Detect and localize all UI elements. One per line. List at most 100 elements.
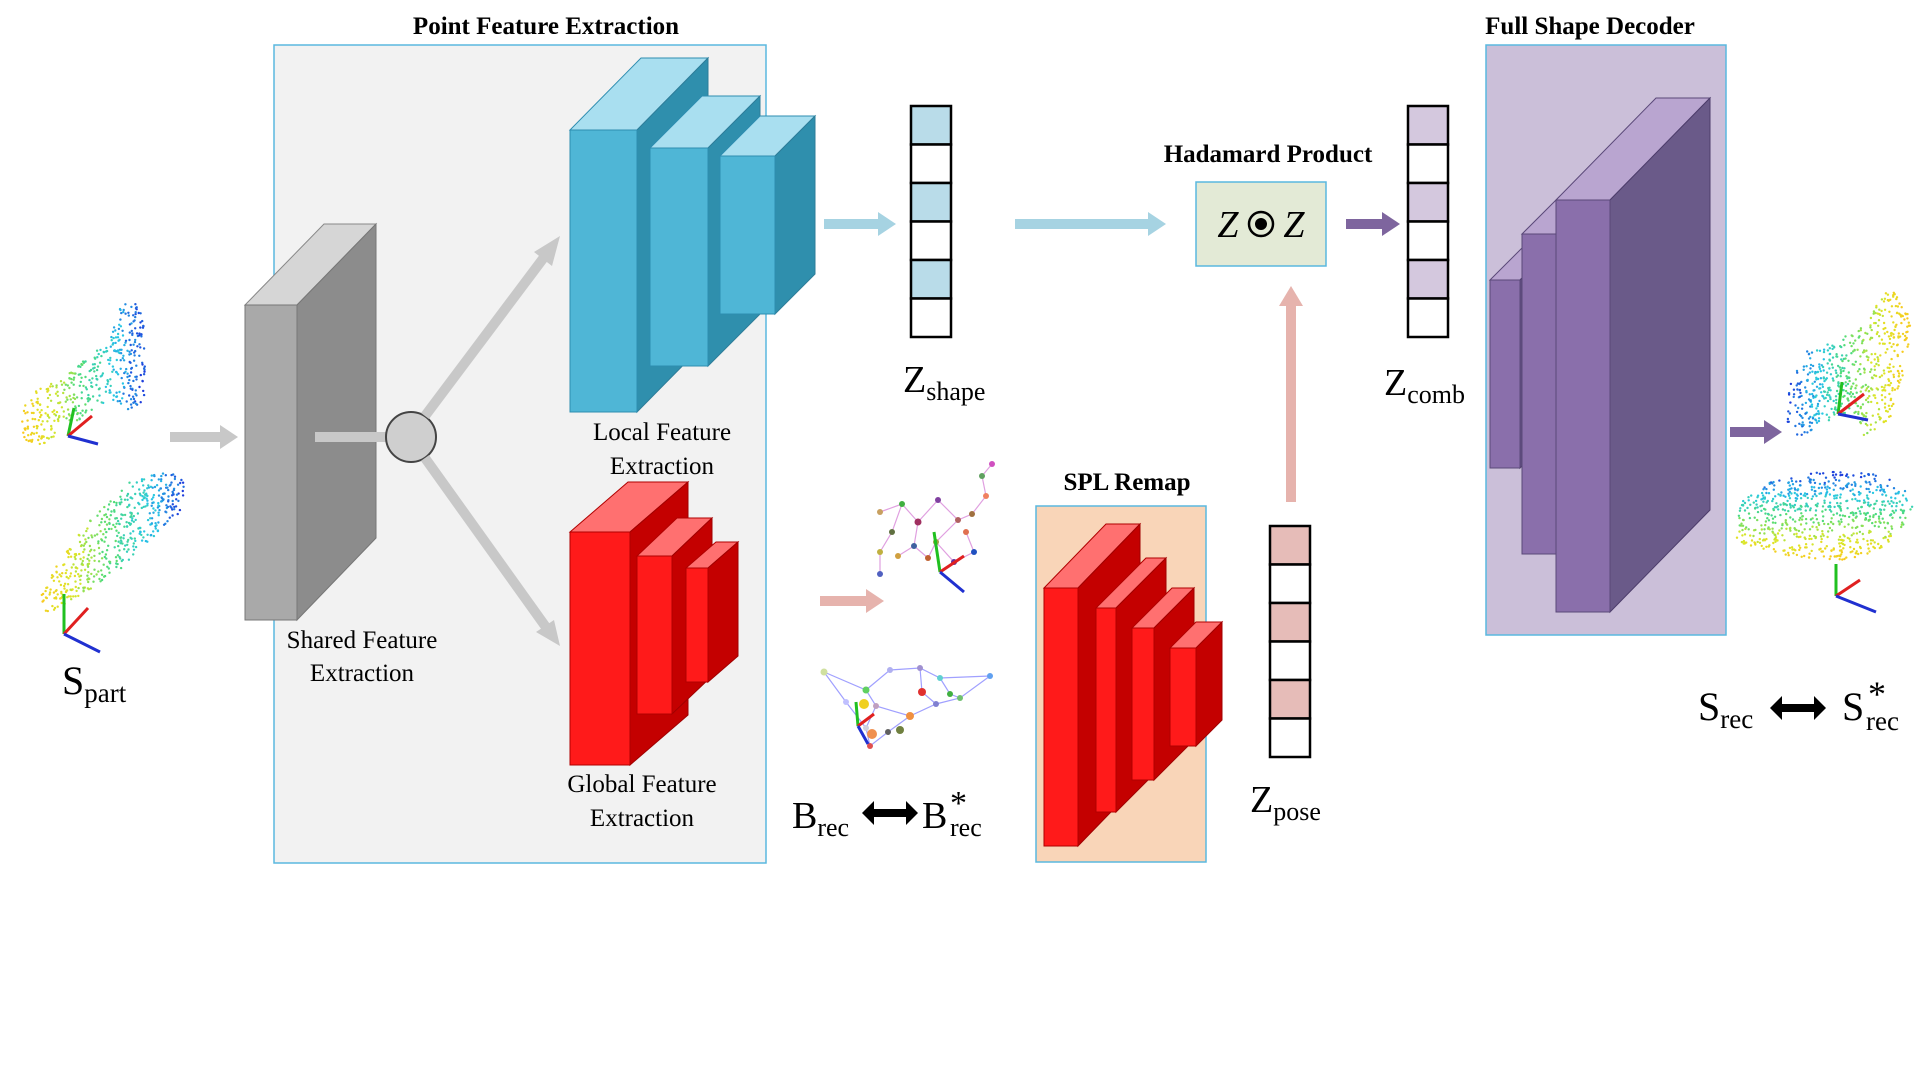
cloud-point bbox=[126, 498, 129, 501]
cloud-point bbox=[118, 522, 121, 525]
cloud-point bbox=[147, 486, 151, 489]
cloud-point bbox=[1886, 522, 1890, 525]
cloud-point bbox=[58, 580, 61, 583]
cloud-point bbox=[1838, 535, 1842, 538]
cloud-point bbox=[1859, 327, 1863, 330]
cloud-point bbox=[1807, 417, 1811, 420]
cloud-point bbox=[120, 489, 124, 492]
cloud-point bbox=[62, 584, 66, 588]
cloud-point bbox=[122, 310, 125, 314]
cloud-point bbox=[1892, 402, 1895, 406]
cloud-point bbox=[30, 440, 33, 443]
cloud-point bbox=[1880, 385, 1884, 389]
cloud-point bbox=[1884, 494, 1888, 497]
cloud-point bbox=[1844, 335, 1847, 338]
cloud-point bbox=[115, 371, 119, 374]
cloud-point bbox=[1837, 520, 1840, 523]
cloud-point bbox=[134, 545, 138, 549]
cloud-point bbox=[1812, 521, 1815, 524]
cloud-point bbox=[138, 492, 142, 495]
cloud-point bbox=[140, 478, 144, 481]
cloud-point bbox=[166, 505, 170, 509]
cloud-point bbox=[56, 605, 59, 608]
cloud-point bbox=[114, 336, 118, 339]
cloud-point bbox=[1849, 489, 1852, 492]
cloud-point bbox=[143, 489, 146, 492]
cloud-point bbox=[1809, 367, 1812, 370]
cloud-point bbox=[168, 484, 171, 487]
cloud-point bbox=[1777, 508, 1780, 511]
cloud-point bbox=[1892, 365, 1895, 368]
cloud-point bbox=[40, 593, 43, 597]
cloud-point bbox=[142, 491, 145, 494]
cloud-point bbox=[1800, 433, 1803, 436]
cloud-point bbox=[1783, 539, 1786, 542]
cloud-point bbox=[31, 438, 34, 442]
cloud-point bbox=[1839, 496, 1842, 499]
cloud-point bbox=[96, 356, 99, 359]
cloud-point bbox=[1880, 374, 1884, 377]
cloud-point bbox=[128, 394, 131, 397]
cloud-point bbox=[130, 305, 133, 309]
cloud-point bbox=[1871, 388, 1874, 391]
cloud-point bbox=[1866, 496, 1869, 500]
cloud-point bbox=[30, 431, 34, 435]
cloud-point bbox=[1789, 506, 1792, 509]
cloud-point bbox=[59, 583, 63, 587]
cloud-point bbox=[107, 358, 110, 362]
cloud-point bbox=[1883, 406, 1887, 409]
cloud-point bbox=[115, 559, 118, 563]
cloud-point bbox=[1846, 382, 1850, 386]
cloud-point bbox=[1880, 298, 1884, 301]
hadamard-operator-icon bbox=[1247, 210, 1275, 238]
input-arrow bbox=[170, 425, 238, 449]
cloud-point bbox=[24, 412, 27, 415]
vector-cell bbox=[1268, 678, 1312, 720]
cloud-point bbox=[1870, 400, 1873, 404]
cloud-point bbox=[155, 484, 159, 487]
cloud-point bbox=[1876, 388, 1880, 391]
cloud-point bbox=[1867, 389, 1871, 393]
cloud-point bbox=[168, 516, 171, 519]
cloud-point bbox=[1858, 335, 1861, 338]
cloud-point bbox=[104, 350, 108, 353]
cloud-point bbox=[150, 504, 153, 507]
cloud-point bbox=[146, 518, 150, 522]
cloud-point bbox=[128, 360, 131, 364]
cloud-point bbox=[1887, 335, 1891, 338]
cloud-point bbox=[1901, 374, 1904, 377]
cloud-point bbox=[68, 372, 71, 375]
cloud-point bbox=[101, 372, 105, 375]
cloud-point bbox=[122, 359, 126, 362]
cloud-point bbox=[137, 311, 140, 315]
cloud-point bbox=[1882, 321, 1886, 325]
cloud-point bbox=[126, 407, 130, 411]
cloud-point bbox=[120, 540, 123, 543]
cloud-point bbox=[138, 332, 141, 335]
cloud-point bbox=[157, 489, 161, 492]
cloud-point bbox=[1895, 297, 1898, 301]
cloud-point bbox=[81, 414, 84, 417]
cloud-point bbox=[1866, 397, 1870, 400]
cloud-point bbox=[1871, 521, 1874, 525]
cloud-point bbox=[147, 484, 150, 487]
cloud-point bbox=[1895, 311, 1899, 315]
cloud-point bbox=[1758, 532, 1762, 535]
cloud-point bbox=[1770, 514, 1773, 517]
cloud-point bbox=[1879, 485, 1883, 488]
cloud-point bbox=[1824, 508, 1827, 511]
cloud-point bbox=[1886, 366, 1889, 369]
cloud-point bbox=[1824, 476, 1828, 479]
cloud-point bbox=[1851, 511, 1854, 514]
cloud-point bbox=[1863, 512, 1866, 515]
cloud-point bbox=[1907, 321, 1911, 324]
cloud-point bbox=[1738, 524, 1741, 527]
cloud-point bbox=[1743, 533, 1747, 536]
cloud-point bbox=[181, 481, 185, 484]
cloud-point bbox=[1798, 422, 1801, 425]
cloud-point bbox=[1835, 496, 1838, 500]
cloud-point bbox=[1828, 347, 1832, 350]
cloud-point bbox=[1859, 485, 1862, 488]
cloud-point bbox=[1831, 356, 1835, 359]
cloud-point bbox=[1830, 521, 1833, 524]
